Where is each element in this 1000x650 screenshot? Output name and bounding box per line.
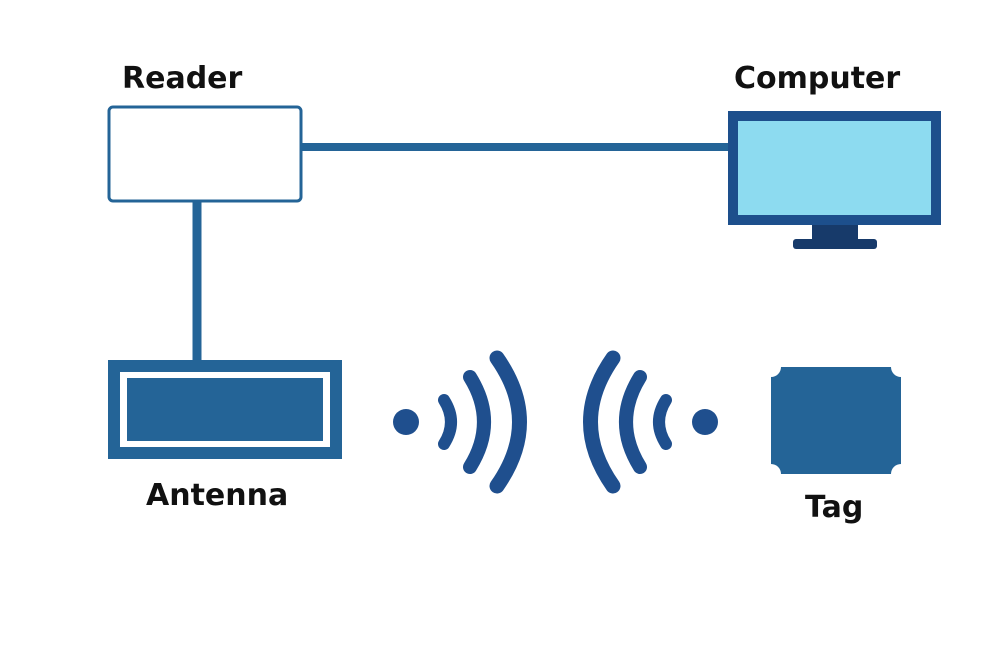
monitor-base <box>793 239 877 249</box>
antenna-inner <box>127 378 323 441</box>
computer-label: Computer <box>734 61 901 96</box>
tag-radio-waves-icon <box>583 350 718 494</box>
monitor-neck <box>812 225 858 239</box>
monitor-icon <box>728 111 941 249</box>
antenna-wave-large <box>489 350 527 494</box>
tag-wave-medium <box>619 370 647 474</box>
antenna-panel-icon <box>108 360 342 459</box>
tag-wave-large <box>583 350 621 494</box>
tag-wave-dot <box>692 409 718 435</box>
antenna-radio-waves-icon <box>393 350 527 494</box>
antenna-wave-small <box>438 394 457 450</box>
antenna-label: Antenna <box>146 478 289 513</box>
rfid-tag-icon <box>771 367 901 474</box>
reader-box <box>107 105 303 203</box>
tag-wave-small <box>653 394 672 450</box>
tag-label: Tag <box>805 490 864 525</box>
reader-label: Reader <box>122 61 243 96</box>
antenna-wave-dot <box>393 409 419 435</box>
antenna-wave-medium <box>463 370 491 474</box>
monitor-screen <box>738 121 931 215</box>
